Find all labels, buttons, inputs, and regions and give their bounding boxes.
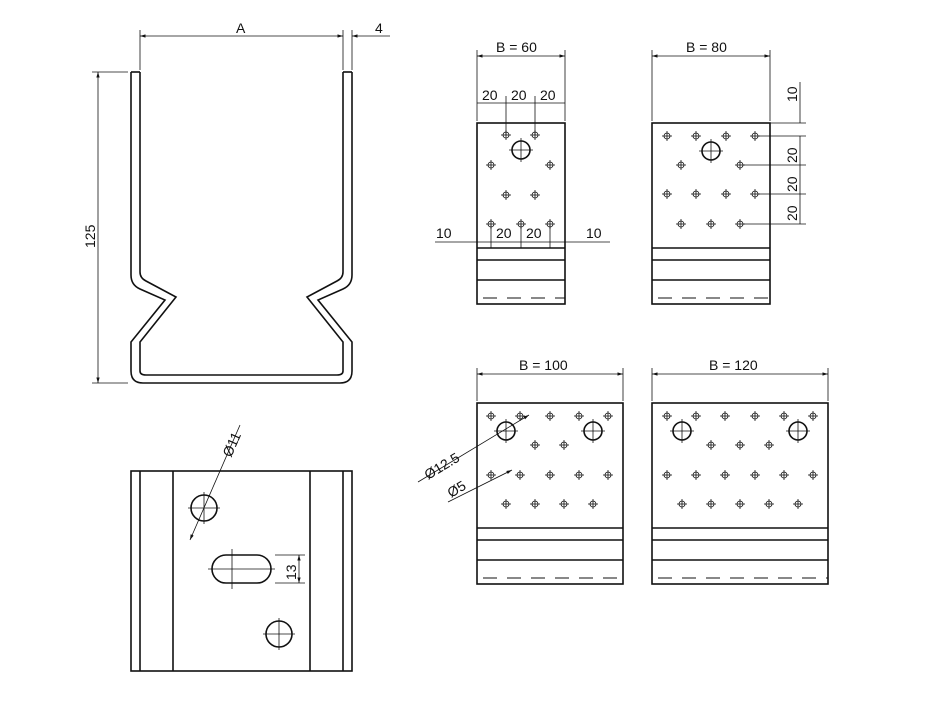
b80-dim-20c: 20 bbox=[784, 205, 800, 221]
side-profile-view: A 4 125 bbox=[82, 20, 390, 384]
view-b60: B = 60 20 20 20 10 20 20 10 bbox=[435, 39, 610, 305]
view-b120: B = 120 bbox=[651, 357, 829, 585]
view-b100: B = 100 Ø12.5 Ø5 bbox=[417, 357, 624, 585]
b80-dim-20b: 20 bbox=[784, 176, 800, 192]
diameter-11-label: Ø11 bbox=[219, 429, 244, 459]
view-b80: B = 80 10 20 20 20 bbox=[651, 39, 806, 305]
b120-label: B = 120 bbox=[709, 357, 758, 373]
b60-label: B = 60 bbox=[496, 39, 537, 55]
b80-dim-10: 10 bbox=[784, 86, 800, 102]
b60-dim-10-right: 10 bbox=[586, 225, 602, 241]
slot-13-label: 13 bbox=[283, 564, 299, 580]
profile-outer-line bbox=[130, 72, 353, 384]
b60-dim-20c: 20 bbox=[540, 87, 556, 103]
b80-dim-20a: 20 bbox=[784, 147, 800, 163]
base-plate-view: Ø11 13 bbox=[130, 424, 353, 672]
dimension-4-label: 4 bbox=[375, 20, 383, 36]
profile-inner-line bbox=[139, 72, 344, 376]
b80-label: B = 80 bbox=[686, 39, 727, 55]
b60-dim-10-left: 10 bbox=[436, 225, 452, 241]
b100-label: B = 100 bbox=[519, 357, 568, 373]
slot-hole bbox=[211, 554, 272, 584]
b60-dim-20a: 20 bbox=[482, 87, 498, 103]
dimension-a-label: A bbox=[236, 20, 246, 36]
b60-dim-20b: 20 bbox=[511, 87, 527, 103]
diameter-12-5-label: Ø12.5 bbox=[421, 449, 462, 482]
dimension-125-label: 125 bbox=[82, 224, 98, 248]
b60-dim-20-bottom-b: 20 bbox=[526, 225, 542, 241]
diameter-5-label: Ø5 bbox=[444, 477, 468, 500]
b60-dim-20-bottom-a: 20 bbox=[496, 225, 512, 241]
